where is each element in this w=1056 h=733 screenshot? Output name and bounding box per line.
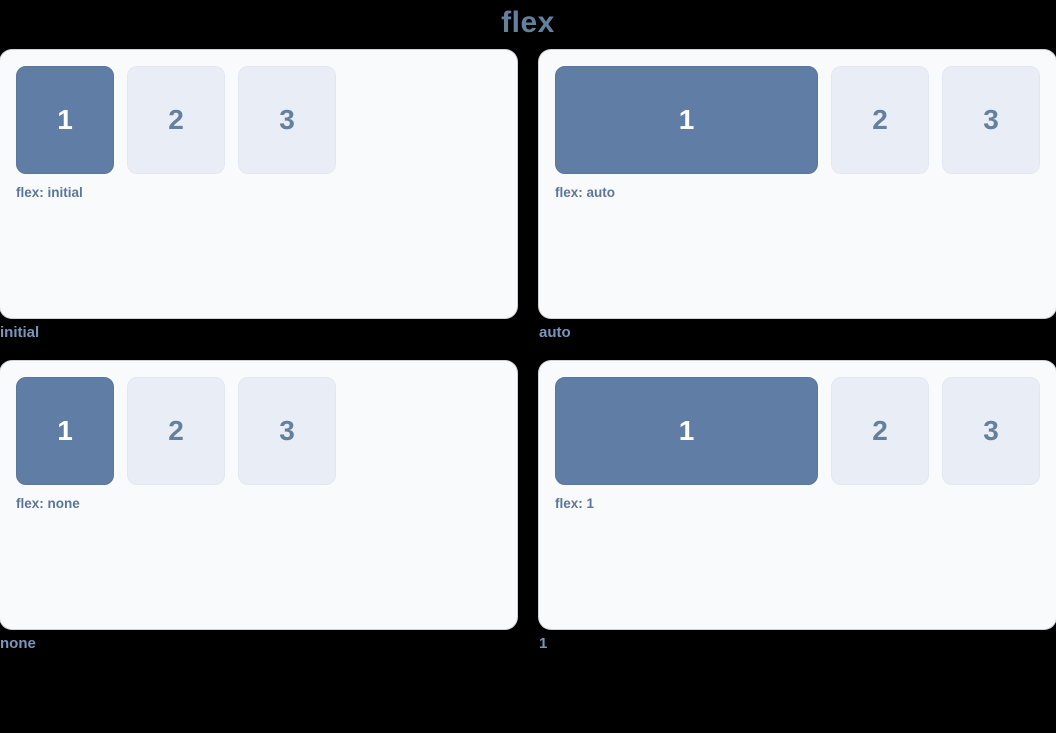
flex-row-one: 1 2 3 <box>555 377 1040 485</box>
demo-block-none: 1 2 3 flex: none none <box>0 361 517 655</box>
demo-label: auto <box>539 324 571 341</box>
demo-grid: 1 2 3 flex: initial initial 1 2 3 flex: … <box>0 50 1056 655</box>
demo-caption: flex: 1 <box>555 496 595 511</box>
flex-item-1[interactable]: 1 <box>555 66 818 174</box>
flex-row-none: 1 2 3 <box>16 377 501 485</box>
flex-item-1[interactable]: 1 <box>555 377 818 485</box>
flex-item-3[interactable]: 3 <box>238 377 336 485</box>
demo-caption: flex: initial <box>16 185 83 200</box>
demo-caption: flex: auto <box>555 185 616 200</box>
flex-item-2[interactable]: 2 <box>831 66 929 174</box>
demo-block-one: 1 2 3 flex: 1 1 <box>539 361 1056 655</box>
flex-row-auto: 1 2 3 <box>555 66 1040 174</box>
flex-item-2[interactable]: 2 <box>831 377 929 485</box>
flex-item-1[interactable]: 1 <box>16 66 114 174</box>
flex-item-3[interactable]: 3 <box>238 66 336 174</box>
flex-item-3[interactable]: 3 <box>942 377 1040 485</box>
flex-item-3[interactable]: 3 <box>942 66 1040 174</box>
flex-container-card-auto: 1 2 3 flex: auto <box>539 50 1056 318</box>
demo-label: 1 <box>539 635 548 652</box>
flex-item-2[interactable]: 2 <box>127 66 225 174</box>
flex-row-initial: 1 2 3 <box>16 66 501 174</box>
demo-caption: flex: none <box>16 496 80 511</box>
demo-label: none <box>0 635 36 652</box>
flex-item-1[interactable]: 1 <box>16 377 114 485</box>
page-title: flex <box>501 6 555 39</box>
demo-block-auto: 1 2 3 flex: auto auto <box>539 50 1056 344</box>
demo-block-initial: 1 2 3 flex: initial initial <box>0 50 517 344</box>
flex-container-card-none: 1 2 3 flex: none <box>0 361 517 629</box>
demo-label: initial <box>0 324 40 341</box>
flex-item-2[interactable]: 2 <box>127 377 225 485</box>
flex-container-card-one: 1 2 3 flex: 1 <box>539 361 1056 629</box>
flex-container-card-initial: 1 2 3 flex: initial <box>0 50 517 318</box>
